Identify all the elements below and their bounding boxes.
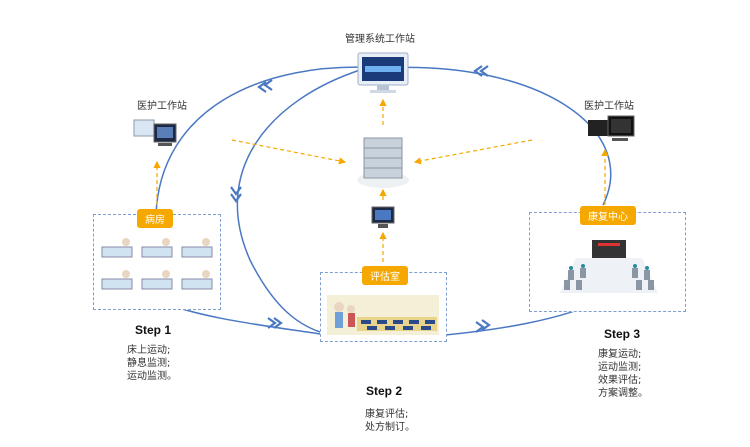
- ward-image: [100, 235, 214, 293]
- monitor-icon: [357, 52, 409, 93]
- step1-desc: 床上运动; 静息监测; 运动监测。: [127, 345, 177, 382]
- rehab-tag: 康复中心: [580, 206, 636, 225]
- step3-desc: 康复运动; 运动监测; 效果评估; 方案调整。: [598, 349, 648, 399]
- flow-arrow: [231, 139, 347, 165]
- left-node-label: 医护工作站: [137, 101, 187, 112]
- chevron-icon: [473, 65, 489, 77]
- step2-desc: 康复评估; 处方制订。: [365, 409, 415, 433]
- inner-loop: [236, 69, 361, 333]
- server-icon: [357, 137, 409, 188]
- assessment-image: [327, 295, 439, 335]
- flow-arrow: [413, 139, 533, 165]
- cycle-loop: [381, 66, 612, 206]
- chevron-icon: [267, 317, 283, 329]
- cycle-loop-left: [155, 66, 383, 216]
- ward-panel: [93, 214, 221, 310]
- step1-title: Step 1: [135, 323, 172, 337]
- chevron-icon: [475, 319, 491, 333]
- ward-tag: 病房: [137, 209, 173, 228]
- workstation-icon: [588, 115, 635, 141]
- top-node-label: 管理系统工作站: [345, 34, 415, 45]
- chevron-icon: [230, 186, 242, 203]
- chevron-icon: [257, 79, 273, 93]
- computer-icon: [371, 206, 395, 228]
- workstation-icon: [133, 119, 177, 146]
- assessment-tag: 评估室: [362, 266, 408, 285]
- right-node-label: 医护工作站: [584, 101, 634, 112]
- step3-title: Step 3: [604, 327, 641, 341]
- rehab-image: [560, 240, 658, 293]
- step2-title: Step 2: [366, 384, 403, 398]
